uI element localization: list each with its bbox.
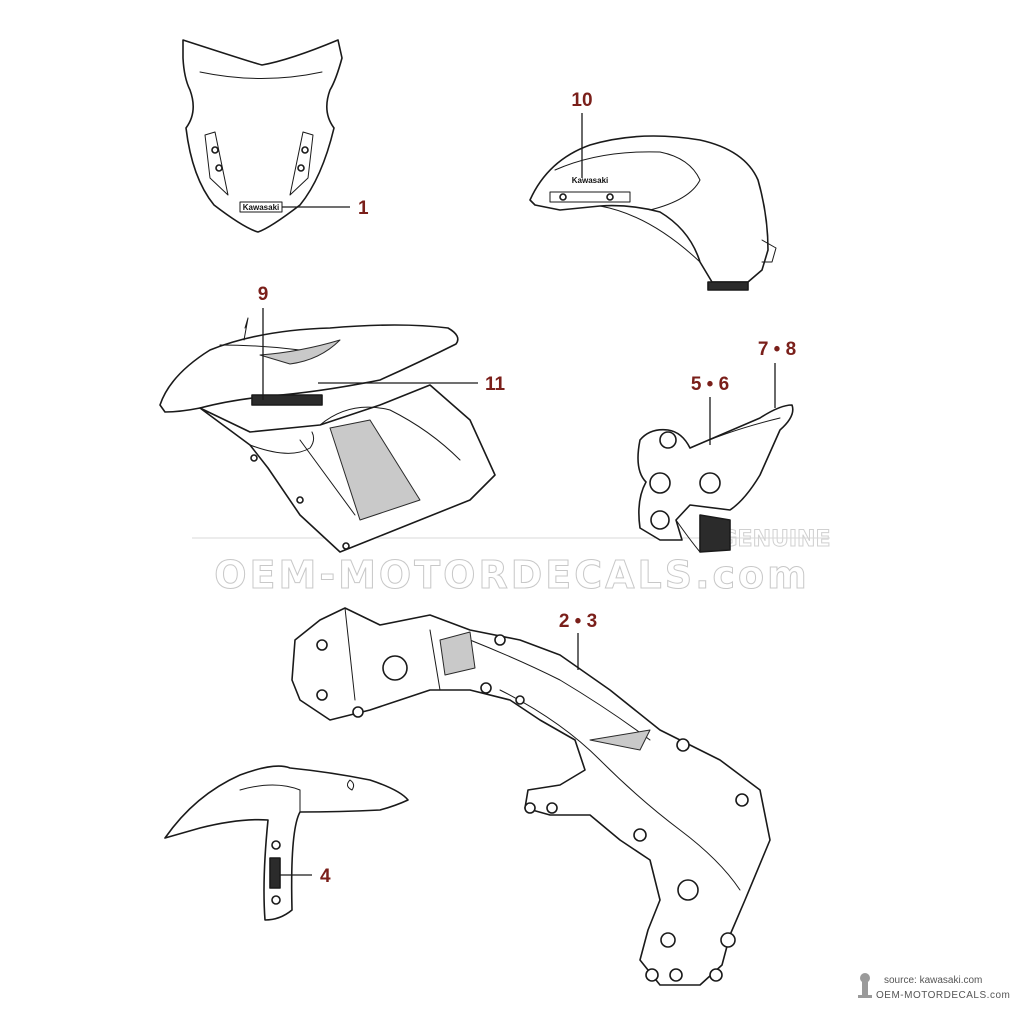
watermark-badge: GENUINE (720, 527, 831, 552)
tank-cover-part: Kawasaki (529, 135, 777, 291)
windscreen-part: Kawasaki (182, 39, 343, 233)
footpeg-bracket-part (637, 404, 794, 553)
callout-5-6: 5 • 6 (691, 374, 729, 395)
side-fairing-part (159, 317, 496, 553)
callout-1: 1 (358, 198, 369, 219)
callout-2-3: 2 • 3 (559, 611, 597, 632)
tank-logo-text: Kawasaki (572, 176, 608, 185)
callout-9: 9 (258, 284, 269, 305)
callout-7-8: 7 • 8 (758, 339, 796, 360)
callout-4: 4 (320, 866, 331, 887)
callouts: 1 10 9 11 5 • 6 7 • 8 2 • 3 4 (258, 90, 796, 887)
watermark: OEM-MOTORDECALS.com GENUINE (192, 527, 831, 598)
windscreen-logo-text: Kawasaki (243, 203, 279, 212)
frame-part (291, 607, 771, 986)
source-credit: source: kawasaki.com (884, 975, 983, 986)
watermark-text: OEM-MOTORDECALS.com (214, 553, 810, 597)
front-fender-part (164, 765, 409, 921)
callout-11: 11 (485, 374, 506, 395)
callout-10: 10 (571, 90, 592, 111)
source-site: OEM-MOTORDECALS.com (876, 990, 1011, 1001)
fender-decal (269, 857, 281, 889)
fairing-stripe-decal (251, 394, 323, 406)
oem-logo-icon (858, 973, 872, 998)
